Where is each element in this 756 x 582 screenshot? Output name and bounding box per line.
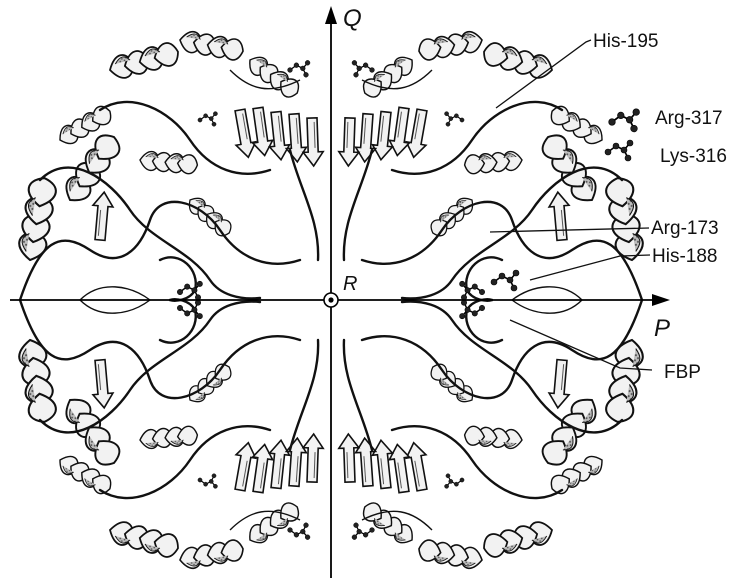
his-195-label: His-195: [593, 31, 658, 52]
r-axis-label: R: [343, 273, 357, 295]
his-188-residue: [491, 270, 519, 291]
p-axis-arrowhead: [652, 294, 670, 306]
subunit-top-left: [17, 30, 324, 301]
lys-316-label: Lys-316: [660, 146, 727, 167]
arg-173-label: Arg-173: [651, 218, 719, 239]
q-axis-arrowhead: [325, 6, 337, 24]
fbp-label: FBP: [664, 362, 701, 383]
subunit-bottom-right: [338, 299, 645, 570]
lys-316-residue: [605, 140, 633, 161]
arg-317-residue: [609, 109, 640, 132]
subunit-bottom-left: [17, 299, 324, 570]
p-axis-label: P: [654, 315, 670, 342]
arg-317-label: Arg-317: [655, 108, 723, 129]
r-axis-marker-dot: [328, 297, 333, 302]
q-axis-label: Q: [343, 5, 362, 32]
his-188-label: His-188: [652, 246, 717, 267]
subunit-top-right: [338, 30, 645, 301]
